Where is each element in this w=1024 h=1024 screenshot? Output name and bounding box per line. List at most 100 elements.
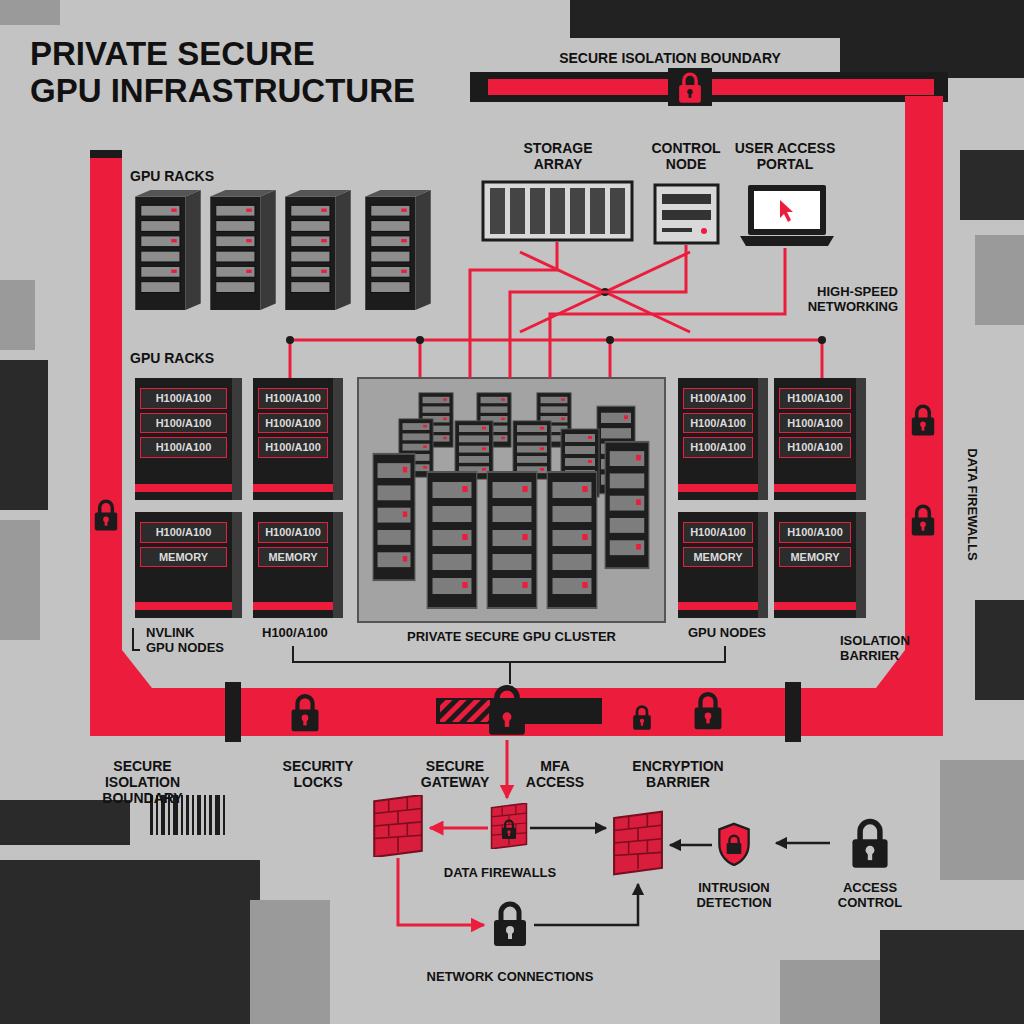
background-block — [880, 930, 1024, 1024]
gpu-slot-label: H100/A100 — [258, 437, 328, 458]
gpu-rack — [135, 190, 200, 310]
background-block — [0, 860, 260, 1024]
gpu-node: H100/A100MEMORY — [253, 512, 343, 618]
gpu-node: H100/A100MEMORY — [135, 512, 242, 618]
group-label: ISOLATION BARRIER — [840, 634, 920, 664]
network-wire — [609, 340, 612, 378]
cluster-panel — [513, 421, 551, 479]
gpu-node: H100/A100MEMORY — [774, 512, 866, 618]
gpu-slot-label: H100/A100 — [258, 522, 328, 543]
security-icon — [852, 822, 887, 868]
node-label: USER ACCESS PORTAL — [732, 140, 838, 172]
group-label: H100/A100 — [262, 626, 342, 641]
flow-arrow — [776, 842, 830, 845]
network-wire — [419, 340, 422, 378]
node-label: STORAGE ARRAY — [516, 140, 600, 172]
isolation-boundary — [225, 682, 241, 742]
wire-junction — [818, 336, 826, 344]
isolation-boundary — [90, 155, 122, 690]
wire-junction — [416, 336, 424, 344]
barcode — [197, 795, 201, 835]
background-block — [0, 360, 48, 510]
flow-arrow — [530, 827, 606, 830]
group-label: NVLINK GPU NODES — [146, 626, 228, 656]
network-link — [510, 245, 686, 378]
cluster-panel — [487, 472, 536, 608]
gpu-slot-label: H100/A100 — [140, 437, 227, 458]
isolation-boundary — [90, 150, 122, 158]
control-node-icon — [662, 228, 692, 232]
barcode — [192, 795, 194, 835]
bracket-line — [509, 662, 511, 684]
gpu-cluster: PRIVATE SECURE GPU CLUSTER — [358, 378, 665, 648]
access-node: ACCESS CONTROL — [830, 810, 910, 914]
gpu-slot-label: H100/A100 — [779, 413, 851, 434]
storage-array-icon — [490, 188, 625, 234]
boundary-label: SECURE GATEWAY — [415, 758, 495, 790]
wire-junction — [286, 288, 826, 344]
gpu-slot-label: H100/A100 — [779, 437, 851, 458]
firewall-icon — [492, 803, 527, 849]
gpu-slot-label: MEMORY — [140, 547, 227, 568]
storage-array-icon — [530, 188, 545, 234]
cluster-panel — [373, 454, 415, 580]
gpu-slot-label: H100/A100 — [258, 413, 328, 434]
control-node-icon — [662, 194, 711, 204]
gpu-slot-label: MEMORY — [258, 547, 328, 568]
gpu-slot-label: H100/A100 — [779, 388, 851, 409]
gpu-slot-label: H100/A100 — [140, 413, 227, 434]
laptop-icon — [748, 185, 826, 235]
firewall-icon — [614, 812, 662, 874]
flow-arrow — [670, 844, 712, 847]
barcode — [215, 795, 220, 835]
isolation-boundary — [90, 688, 943, 736]
network-link — [470, 242, 557, 378]
security-lock — [95, 74, 934, 735]
gpu-rack — [365, 190, 430, 310]
node-label: DATA FIREWALLS — [436, 866, 564, 881]
storage-array-icon — [570, 188, 585, 234]
section-label: GPU RACKS — [130, 350, 250, 366]
gpu-rack — [210, 190, 275, 310]
node-label: INTRUSION DETECTION — [693, 881, 775, 911]
flow-arrow — [534, 884, 638, 925]
firewall-node: DATA FIREWALLS — [435, 800, 565, 884]
network-wire — [289, 340, 292, 378]
security-lock — [679, 74, 701, 103]
background-block — [0, 800, 130, 845]
cluster-panel — [427, 472, 476, 608]
gpu-node: H100/A100MEMORY — [678, 512, 768, 618]
gpu-rack — [285, 190, 350, 310]
security-lock — [95, 501, 117, 530]
firewall-icon — [502, 821, 516, 839]
barcode — [204, 795, 206, 835]
isolation-boundary — [905, 96, 943, 690]
gpu-slot-label: H100/A100 — [683, 388, 753, 409]
firewall-icon — [374, 795, 422, 857]
boundary-label: SECURITY LOCKS — [276, 758, 360, 790]
diagram-title: PRIVATE SECURE GPU INFRASTRUCTURE — [30, 36, 450, 110]
gpu-slot-label: H100/A100 — [258, 388, 328, 409]
storage-array-icon — [510, 188, 525, 234]
wire-junction — [606, 336, 614, 344]
network-wire — [290, 339, 822, 342]
isolation-boundary — [668, 68, 712, 106]
boundary-label: SECURE ISOLATION BOUNDARY — [80, 758, 205, 806]
laptop-icon — [740, 236, 834, 246]
gpu-slot-label: H100/A100 — [683, 413, 753, 434]
background-block — [250, 900, 330, 1024]
node-label: ACCESS CONTROL — [831, 881, 909, 911]
bracket-line — [133, 628, 725, 684]
background-block — [975, 600, 1024, 700]
control-node-icon — [655, 185, 718, 243]
security-lock — [633, 707, 651, 730]
gpu-slot-label: H100/A100 — [140, 522, 227, 543]
gpu-slot-label: H100/A100 — [683, 522, 753, 543]
gpu-rack: H100/A100H100/A100H100/A100 — [135, 378, 242, 500]
node-label: PRIVATE SECURE GPU CLUSTER — [362, 630, 662, 645]
gpu-slot-label: H100/A100 — [140, 388, 227, 409]
gpu-slot-label: H100/A100 — [779, 522, 851, 543]
laptop-icon — [754, 191, 820, 229]
boundary-label: ENCRYPTION BARRIER — [628, 758, 728, 790]
boundary-label: MFA ACCESS — [522, 758, 588, 790]
